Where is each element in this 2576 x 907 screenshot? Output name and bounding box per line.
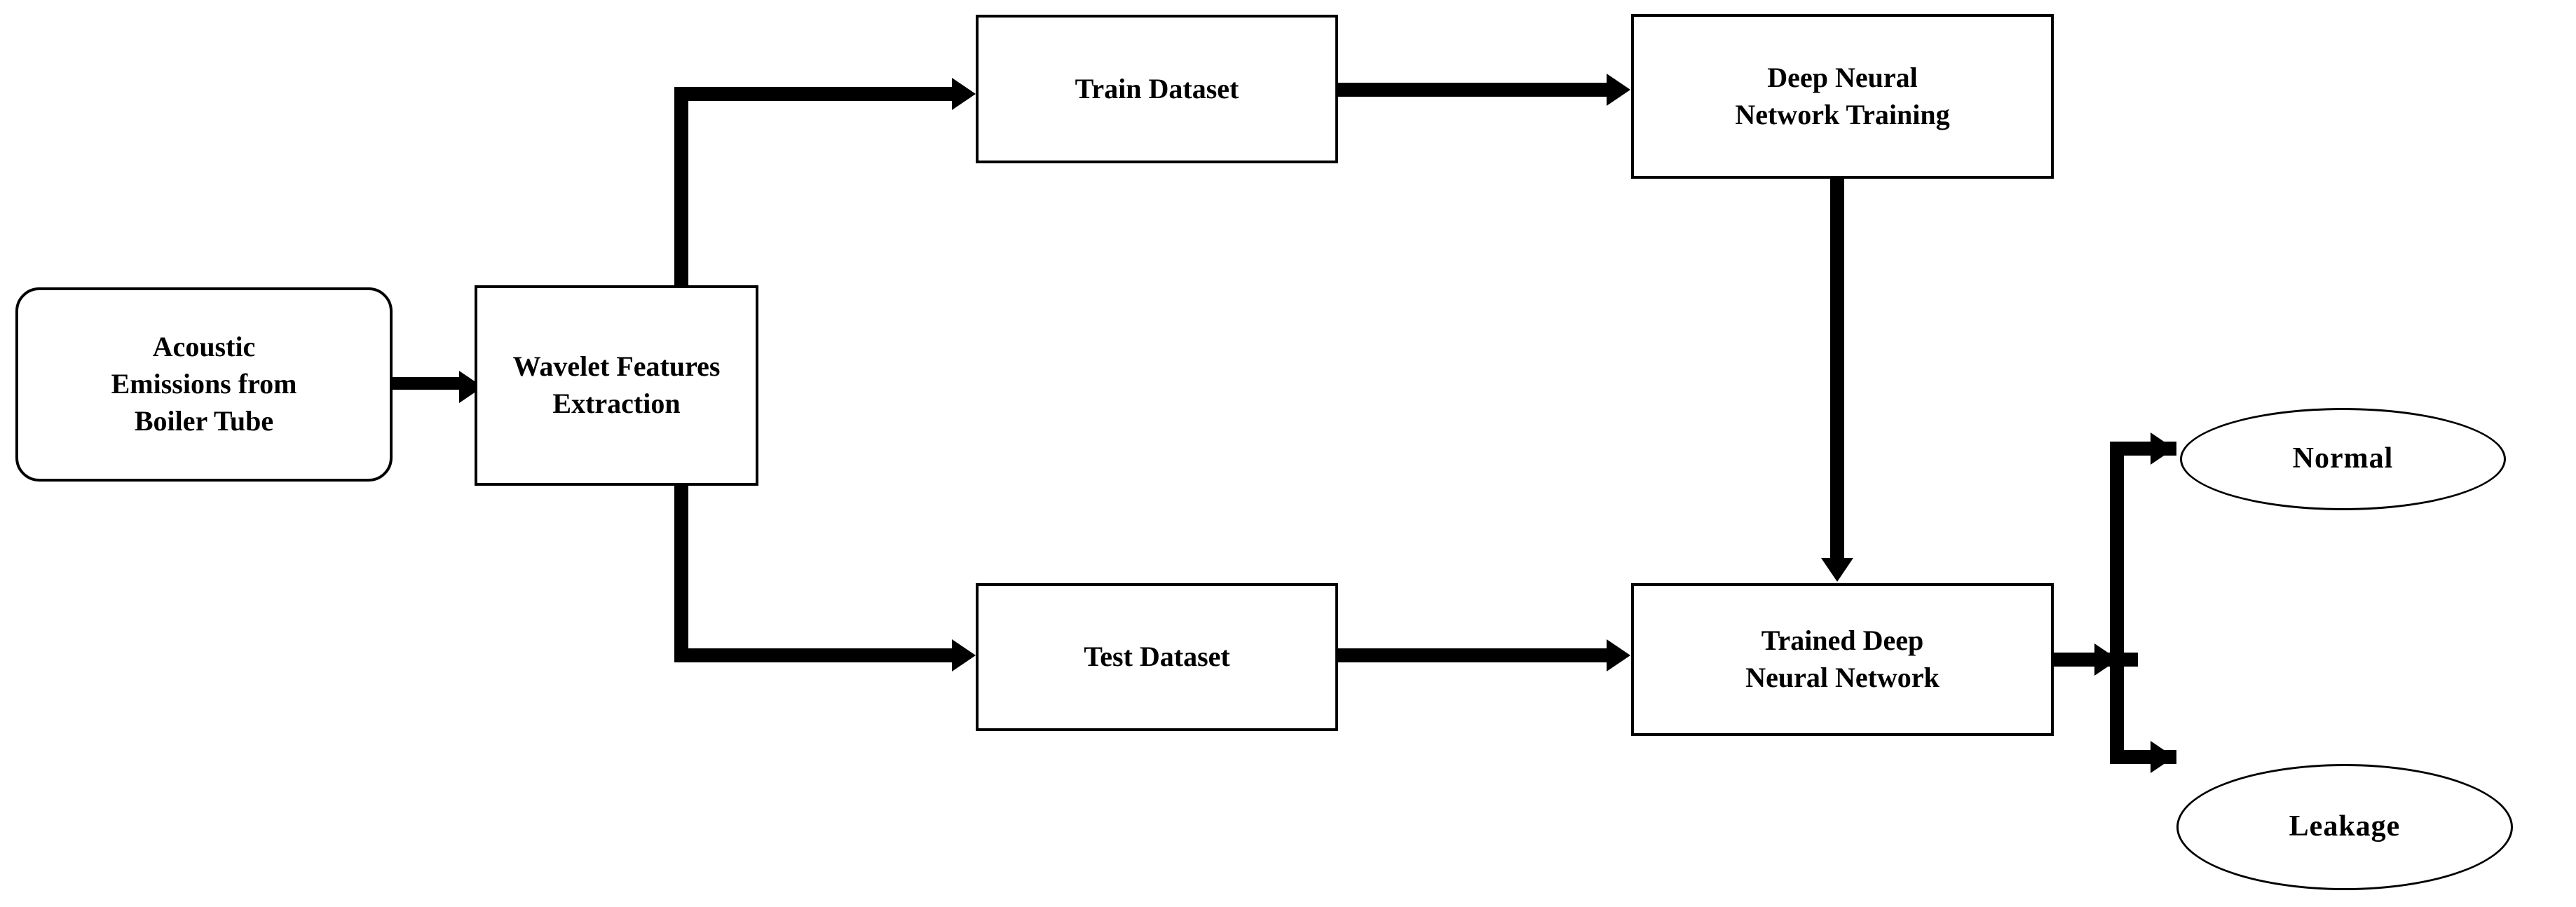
node-deep-neural-network-training-label: Deep Neural Network Training xyxy=(1735,61,1950,130)
node-train-dataset-label: Train Dataset xyxy=(1075,72,1239,104)
node-deep-neural-network-training[interactable]: Deep Neural Network Training xyxy=(1631,14,2054,179)
edge-outputs-vertical-spine xyxy=(2110,442,2124,764)
node-normal-output[interactable]: Normal xyxy=(2180,408,2506,510)
arrow-head-right-icon xyxy=(952,639,976,671)
node-acoustic-emissions[interactable]: Acoustic Emissions from Boiler Tube xyxy=(15,287,393,482)
arrow-head-right-icon xyxy=(952,78,976,110)
edge-dnn-training-to-trained-dnn-line xyxy=(1830,179,1844,561)
node-wavelet-features-extraction-label: Wavelet Features Extraction xyxy=(512,350,721,419)
edge-wavelet-to-train-horizontal xyxy=(674,87,962,101)
edge-wavelet-to-train-vertical xyxy=(674,87,688,290)
arrow-head-down-icon xyxy=(1821,558,1853,582)
edge-acoustic-to-wavelet-line xyxy=(393,377,463,390)
arrow-head-right-icon xyxy=(2151,432,2174,465)
node-leakage-output[interactable]: Leakage xyxy=(2176,764,2513,890)
node-test-dataset-label: Test Dataset xyxy=(1084,641,1230,673)
edge-wavelet-to-test-vertical xyxy=(674,482,688,662)
arrow-head-right-icon xyxy=(1607,74,1630,106)
arrow-head-right-icon xyxy=(1607,639,1630,671)
node-trained-deep-neural-network[interactable]: Trained Deep Neural Network xyxy=(1631,583,2054,736)
edge-train-to-dnn-training-line xyxy=(1338,83,1611,97)
edge-wavelet-to-test-horizontal xyxy=(674,648,962,662)
node-wavelet-features-extraction[interactable]: Wavelet Features Extraction xyxy=(475,285,758,486)
edge-test-to-trained-dnn-line xyxy=(1338,648,1611,662)
node-leakage-output-label: Leakage xyxy=(2289,810,2401,843)
arrow-head-right-icon xyxy=(2151,741,2174,773)
node-train-dataset[interactable]: Train Dataset xyxy=(976,15,1338,163)
node-acoustic-emissions-label: Acoustic Emissions from Boiler Tube xyxy=(111,331,297,437)
node-trained-deep-neural-network-label: Trained Deep Neural Network xyxy=(1745,625,1940,693)
node-test-dataset[interactable]: Test Dataset xyxy=(976,583,1338,731)
node-normal-output-label: Normal xyxy=(2292,442,2394,475)
